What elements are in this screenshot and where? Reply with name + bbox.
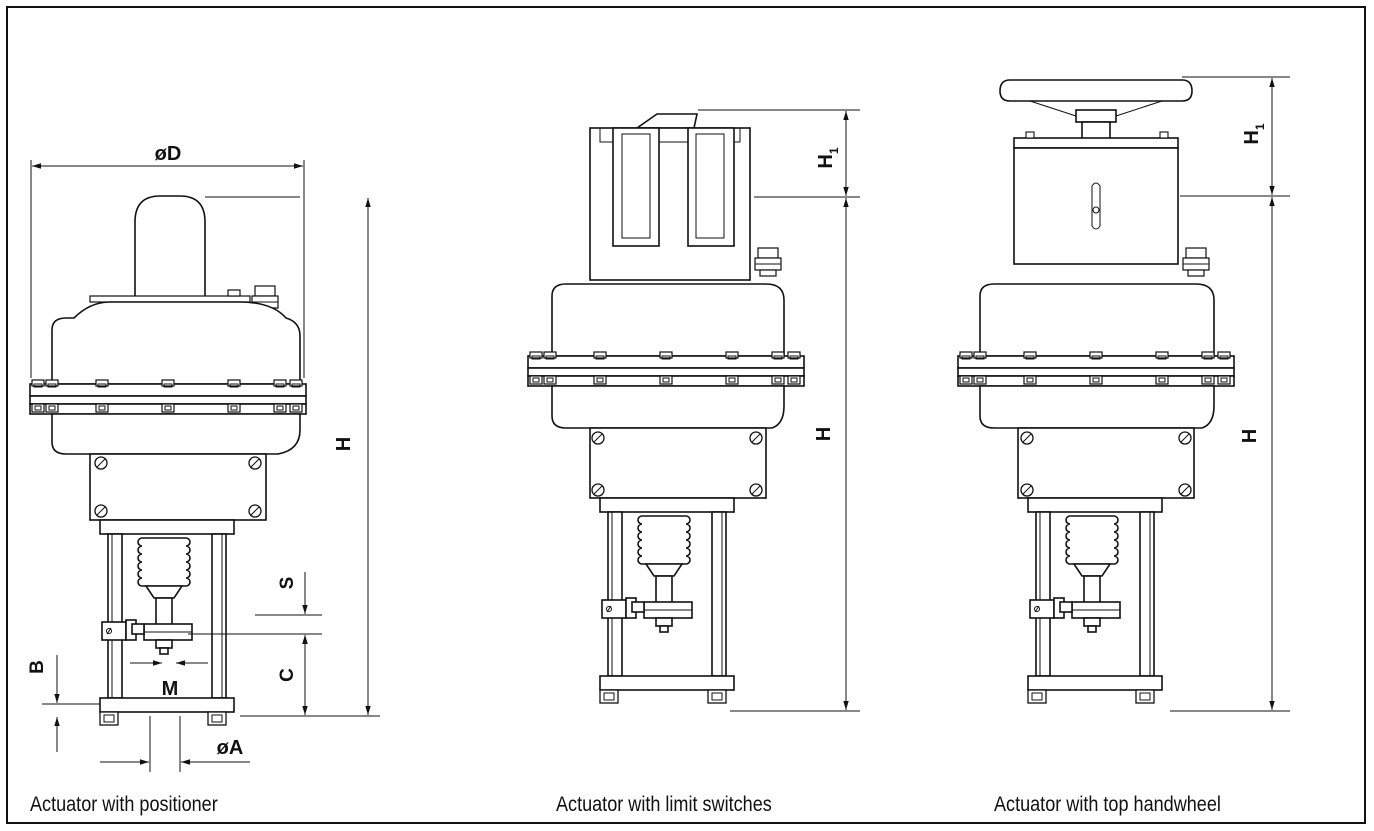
label-B: B <box>27 660 48 674</box>
label-height-H1: H1 <box>1241 123 1267 144</box>
label-height-H: H <box>333 437 355 451</box>
label-height-H: H <box>813 427 835 441</box>
figure-positioner: øD H S C B M øA <box>27 143 380 772</box>
label-C: C <box>277 668 298 682</box>
caption-limit-switches: Actuator with limit switches <box>556 793 772 816</box>
label-diameter-D: øD <box>155 143 182 165</box>
caption-positioner: Actuator with positioner <box>30 793 218 816</box>
diagram-frame <box>6 6 1366 824</box>
label-height-H1: H1 <box>815 147 841 168</box>
caption-top-handwheel: Actuator with top handwheel <box>994 793 1221 816</box>
label-diameter-A: øA <box>217 737 244 759</box>
figure-limit-switches: H1 H <box>527 109 860 712</box>
label-stroke-S: S <box>277 577 298 590</box>
label-thread-M: M <box>162 678 179 700</box>
figure-top-handwheel: H1 H <box>957 76 1290 712</box>
label-height-H: H <box>1239 429 1261 443</box>
